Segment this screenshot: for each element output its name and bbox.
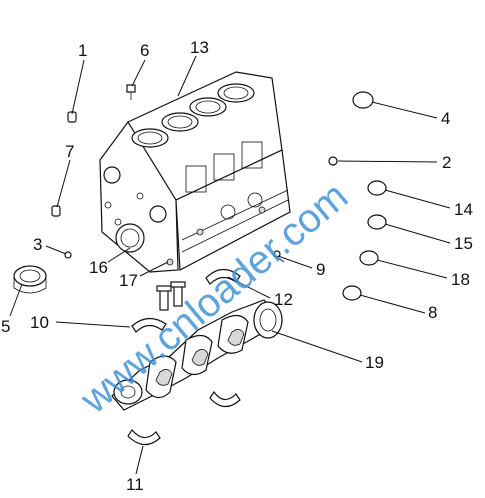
main-bearing-bolts — [156, 281, 186, 311]
callout-8: 8 — [428, 303, 437, 322]
oring-2 — [328, 156, 338, 166]
callout-11: 11 — [126, 475, 144, 494]
expansion-plug-18 — [359, 250, 379, 266]
leader-14 — [384, 189, 451, 209]
expansion-plug-15 — [367, 214, 387, 230]
leader-5 — [9, 283, 23, 317]
bushing-5 — [13, 265, 47, 294]
leader-1 — [71, 59, 85, 115]
expansion-plug-14 — [367, 180, 387, 196]
callout-4: 4 — [441, 109, 450, 128]
leader-17 — [139, 261, 169, 277]
callout-19: 19 — [365, 353, 384, 372]
leader-10 — [55, 321, 131, 328]
bearing-shell-12 — [205, 268, 241, 285]
bearing-shell-lower — [209, 390, 241, 408]
leader-15 — [384, 223, 451, 244]
callout-3: 3 — [33, 235, 42, 254]
callout-18: 18 — [451, 270, 470, 289]
cylinder-block — [99, 71, 291, 273]
leader-lines — [9, 55, 451, 475]
leader-4 — [371, 101, 438, 119]
callout-12: 12 — [274, 290, 293, 309]
callout-1: 1 — [78, 41, 87, 60]
callout-9: 9 — [316, 260, 325, 279]
callout-2: 2 — [442, 153, 451, 172]
callout-17: 17 — [119, 271, 138, 290]
bearing-shell-11 — [127, 429, 161, 446]
leader-3 — [45, 245, 67, 255]
plug-7 — [51, 205, 61, 217]
callout-15: 15 — [454, 234, 473, 253]
leader-19 — [271, 330, 363, 363]
bolt-6 — [126, 84, 136, 100]
screw-3 — [64, 251, 72, 259]
callout-14: 14 — [454, 200, 473, 219]
leader-7 — [56, 159, 71, 208]
leader-2 — [337, 160, 438, 163]
callout-16: 16 — [89, 258, 108, 277]
leader-12 — [227, 276, 271, 299]
callout-5: 5 — [1, 317, 10, 336]
callout-7: 7 — [65, 142, 74, 161]
thrust-bearing-10 — [131, 317, 167, 333]
expansion-plug-4 — [352, 91, 374, 109]
leader-6 — [131, 59, 146, 87]
callout-6: 6 — [140, 41, 149, 60]
bolt-9 — [273, 250, 285, 263]
callout-10: 10 — [30, 313, 49, 332]
callout-labels: 1 2 3 4 5 6 7 8 9 10 11 12 13 14 15 16 1… — [1, 38, 473, 494]
leader-18 — [376, 259, 448, 279]
crankshaft — [111, 299, 283, 411]
expansion-plug-8 — [342, 285, 362, 301]
leader-13 — [177, 55, 197, 97]
leader-8 — [359, 294, 426, 314]
leader-16 — [107, 247, 131, 263]
leader-11 — [135, 445, 144, 475]
callout-13: 13 — [190, 38, 209, 57]
leader-9 — [277, 255, 313, 269]
